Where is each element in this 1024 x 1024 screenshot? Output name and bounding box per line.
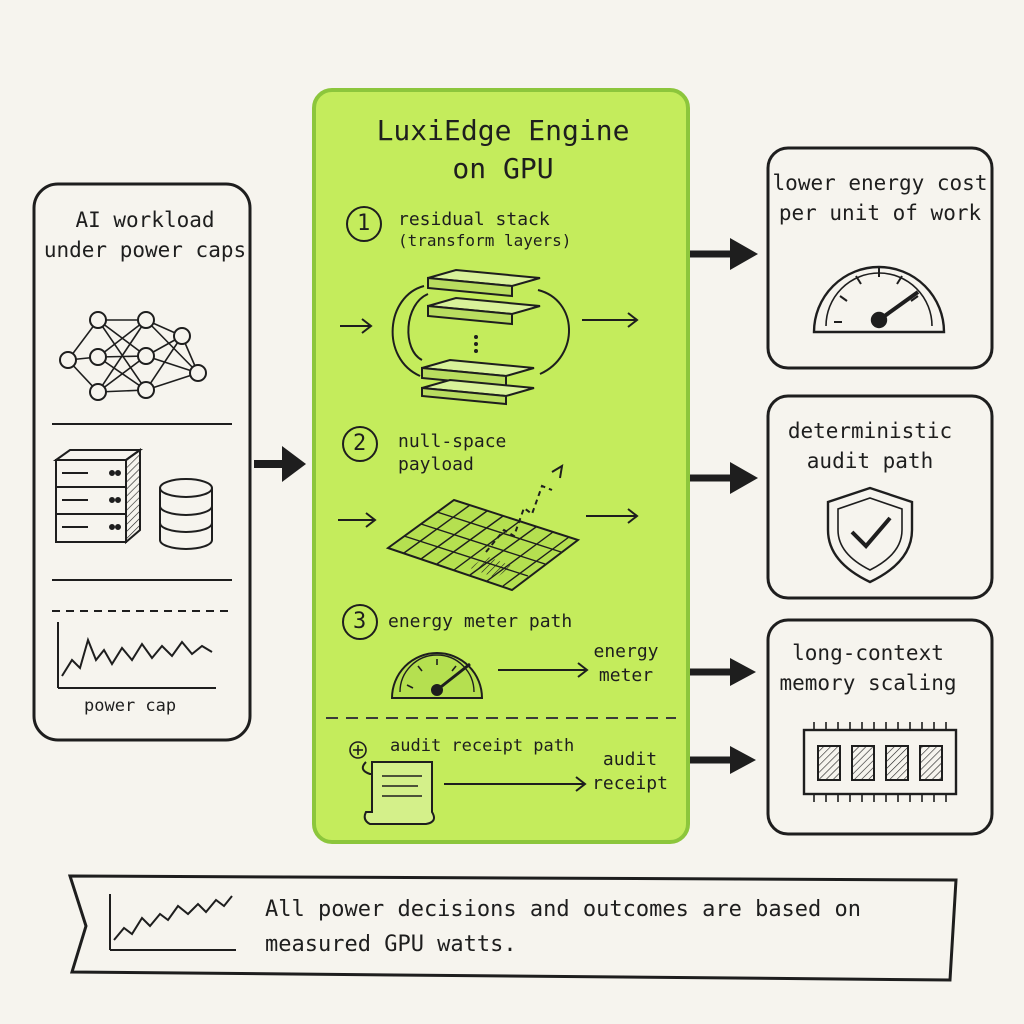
audit-scroll-icon <box>361 761 435 825</box>
step-1-number: 1 <box>357 211 371 236</box>
arrow-input-to-engine <box>254 446 306 482</box>
audit-receipt-output-line1: audit <box>602 749 658 770</box>
arrow-to-memory-output <box>690 658 756 686</box>
output-audit-line1: deterministic <box>787 419 953 443</box>
audit-receipt-output-line2: receipt <box>592 773 668 795</box>
output-energy-line2: per unit of work <box>778 201 982 226</box>
step-3-arrow <box>498 662 589 678</box>
footer-text: All power decisions and outcomes are bas… <box>265 897 862 958</box>
output-memory-line1: long-context <box>792 641 944 665</box>
power-cap-label: power cap <box>84 696 177 716</box>
footer-banner <box>67 874 958 982</box>
step-1-label-line1: residual stack <box>398 209 550 230</box>
server-rack-icon <box>52 448 144 545</box>
neural-network-icon <box>59 311 207 401</box>
engine-title-line2: on GPU <box>452 151 554 185</box>
energy-meter-output-line1: energy <box>593 641 659 662</box>
step-2-label-line2: payload <box>398 454 474 476</box>
null-space-grid-icon <box>385 464 581 592</box>
step-3-circle <box>342 604 378 640</box>
step-3-label: energy meter path <box>388 611 573 632</box>
arrow-from-audit-to-memory-output <box>690 746 756 774</box>
arrow-to-audit-output <box>690 462 758 494</box>
step-3-number: 3 <box>353 609 367 634</box>
arrow-to-energy-output <box>690 238 758 270</box>
output-panel-audit <box>766 394 994 600</box>
footer-line-chart-icon <box>109 894 236 951</box>
engine-title-line1: LuxiEdge Engine <box>376 114 630 147</box>
step-2-label-line1: null-space <box>398 431 507 452</box>
input-title-line1: AI workload <box>75 208 215 232</box>
engine-panel <box>312 88 690 844</box>
step-number-circles <box>342 206 382 640</box>
power-usage-sparkline <box>57 622 216 689</box>
output-arrows <box>690 238 758 774</box>
input-title-line2: under power caps <box>43 238 247 263</box>
step-2-number: 2 <box>353 431 367 456</box>
output-panel-energy <box>766 146 994 370</box>
output-audit-label: deterministic audit path <box>758 416 982 477</box>
energy-gauge-icon <box>390 652 484 699</box>
input-panel-title: AI workload under power caps <box>40 205 250 266</box>
output-memory-label: long-context memory scaling <box>756 638 980 699</box>
energy-meter-output-label: energy meter <box>588 640 664 689</box>
output-gauge-icon <box>812 265 946 334</box>
step-2-circle <box>342 426 378 462</box>
input-panel <box>32 182 252 742</box>
step-2-label: null-space payload <box>398 430 506 477</box>
output-memory-line2: memory scaling <box>779 671 957 696</box>
engine-title: LuxiEdge Engine on GPU <box>318 112 688 188</box>
residual-stack-icon <box>391 268 570 406</box>
seal-icon <box>349 741 367 759</box>
output-memory-chip-icon <box>802 722 958 802</box>
output-panel-memory <box>766 618 994 836</box>
energy-meter-output-line2: meter <box>598 665 654 687</box>
audit-arrow <box>444 776 587 792</box>
step-1-label-line2: (transform layers) <box>398 231 572 251</box>
step-2-arrows <box>338 508 639 528</box>
output-energy-line1: lower energy cost <box>772 171 988 195</box>
output-energy-label: lower energy cost per unit of work <box>768 168 992 229</box>
step-1-arrows <box>340 312 639 334</box>
step-1-circle <box>346 206 382 242</box>
step-1-label: residual stack (transform layers) <box>398 208 571 252</box>
database-icon <box>159 478 213 550</box>
output-audit-line2: audit path <box>806 449 934 474</box>
output-shield-check-icon <box>826 486 914 584</box>
audit-receipt-output-label: audit receipt <box>592 748 668 797</box>
audit-path-label: audit receipt path <box>390 736 575 756</box>
